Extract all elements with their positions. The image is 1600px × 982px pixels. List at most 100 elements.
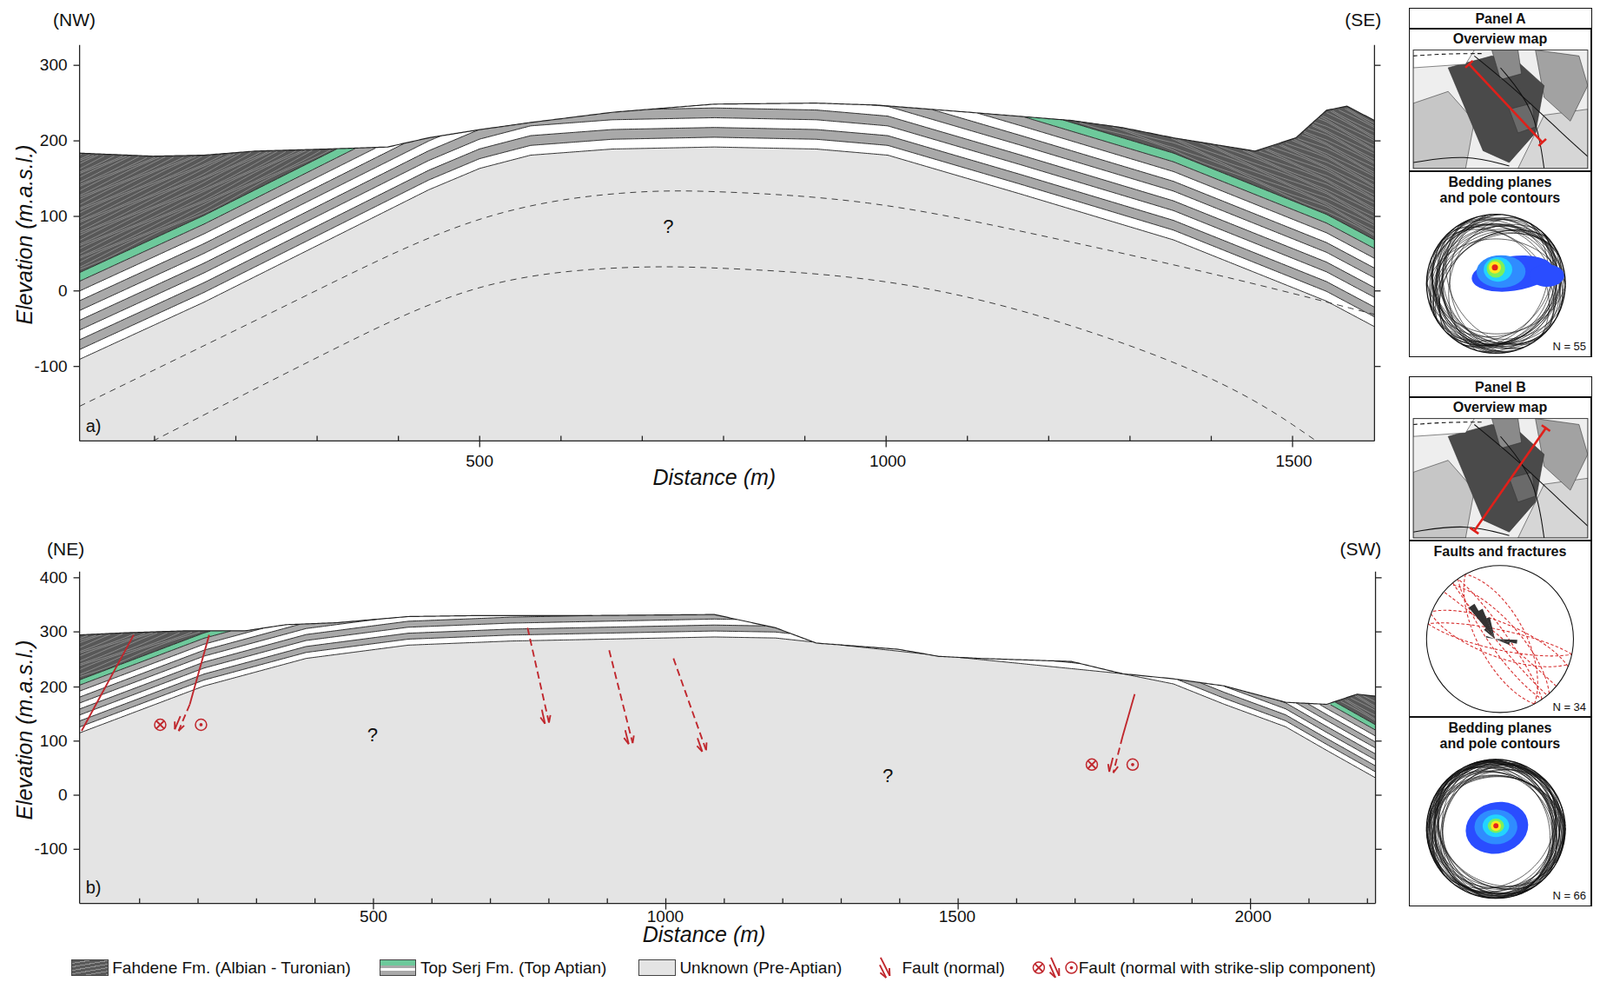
bedding-boundary: [79, 119, 1376, 272]
primitive-circle: [1426, 214, 1566, 354]
serj-layer: [79, 624, 1376, 772]
tick-label: -100: [34, 839, 68, 859]
overview-map-b: [1413, 418, 1588, 538]
map-line: [1500, 436, 1544, 538]
tick-label: 200: [39, 677, 68, 697]
tick: [479, 440, 481, 447]
rose-petal: [1483, 628, 1495, 640]
pole-contour: [1491, 264, 1498, 271]
annotation: ?: [367, 723, 378, 746]
map-unit: [1509, 103, 1536, 133]
tick-label: 1500: [938, 906, 976, 926]
great-circle: [1455, 766, 1554, 886]
fault-slip-head: [888, 967, 891, 976]
tick: [782, 898, 784, 904]
motion-into-page: [1086, 758, 1098, 770]
fahdene-streak: [79, 633, 123, 651]
section-trace: [1474, 428, 1546, 531]
bedding-boundary: [79, 127, 1376, 340]
fault-trace: [190, 634, 210, 705]
great-circle: [1434, 786, 1551, 886]
map-line: [1474, 423, 1588, 526]
fault-slip-head: [1113, 766, 1118, 773]
fault-slip-head: [1057, 967, 1060, 976]
great-circle: [1438, 766, 1528, 893]
legend-text: Unknown (Pre-Aptian): [679, 958, 842, 978]
great-circle: [1440, 764, 1527, 891]
tick-label: -100: [34, 357, 68, 377]
legend-text: Fault (normal with strike-slip component…: [1078, 958, 1376, 978]
pole-contour: [1487, 258, 1506, 278]
tick: [966, 436, 968, 442]
great-circle: [1434, 771, 1561, 861]
sub-panel-box: Bedding planes and pole contoursN = 66: [1408, 716, 1592, 906]
tick: [1375, 848, 1382, 850]
fault-slip-head: [879, 971, 886, 978]
motion-into-page: [1032, 961, 1045, 973]
tick-label: 200: [39, 131, 68, 151]
great-circle: [1443, 591, 1557, 687]
tick-label: 0: [58, 785, 68, 805]
axis-frame: [73, 571, 1382, 910]
fahdene-streak: [79, 634, 88, 639]
annotation: (SE): [1344, 9, 1382, 31]
bedding-boundary: [79, 107, 1376, 320]
pole-contour: [1487, 818, 1505, 833]
tick-label: 1500: [1275, 451, 1312, 471]
bedding-boundary: [79, 614, 1376, 754]
tick-label: 2000: [1234, 906, 1271, 926]
tick: [479, 436, 481, 442]
tick: [804, 436, 806, 442]
map-ground: [1413, 418, 1588, 538]
map-unit: [1413, 50, 1475, 68]
axis-line: [79, 571, 80, 904]
map-frame: [1413, 418, 1588, 538]
motion-cross: [1034, 963, 1043, 972]
tick: [560, 436, 562, 442]
primitive-circle: [1426, 759, 1566, 899]
overview-map-a: [1413, 50, 1588, 169]
panel-title: Overview map: [1453, 399, 1548, 416]
fault-trace-inferred: [608, 649, 633, 743]
fahdene-streak: [79, 634, 97, 641]
map-unit: [1413, 418, 1475, 437]
panel-title: Overview map: [1453, 31, 1548, 47]
great-circle: [1432, 238, 1548, 346]
tick: [431, 898, 433, 904]
bedding-boundary: [79, 109, 1376, 301]
tick-label: 1000: [869, 451, 906, 471]
serj-layer: [79, 630, 1376, 778]
topography: [79, 614, 1376, 704]
tick: [153, 436, 155, 442]
section-b: [79, 614, 1376, 903]
axis-title: Distance (m): [642, 921, 767, 947]
pole-contour: [1476, 255, 1526, 289]
motion-dot: [1070, 965, 1074, 970]
fault-slip-head: [540, 716, 545, 723]
fault-trace: [81, 634, 134, 731]
pre-aptian-unknown: [79, 636, 1376, 904]
legend-text: Fault (normal): [901, 958, 1005, 978]
sample-count: N = 66: [1552, 889, 1587, 903]
tick: [197, 898, 199, 904]
axis-line: [79, 45, 80, 442]
rose-petal: [1486, 616, 1495, 639]
tick: [73, 139, 80, 141]
motion-dot: [1130, 762, 1135, 767]
tick: [665, 898, 667, 904]
fault-slip-head: [705, 741, 708, 750]
pole-contour: [1490, 819, 1501, 831]
rose-petal: [1486, 635, 1495, 640]
tick: [1375, 740, 1382, 741]
tick: [1291, 436, 1293, 442]
bedding-boundary: [79, 630, 1376, 725]
tick: [1374, 139, 1381, 141]
fault-trace-inferred: [673, 658, 707, 751]
bedding-boundary: [79, 630, 1376, 772]
annotation: (NE): [46, 538, 85, 560]
fahdene-streak: [79, 634, 111, 648]
tick: [73, 290, 80, 291]
tick: [1375, 630, 1382, 632]
tick-label: 0: [58, 281, 68, 301]
tick: [73, 848, 80, 850]
